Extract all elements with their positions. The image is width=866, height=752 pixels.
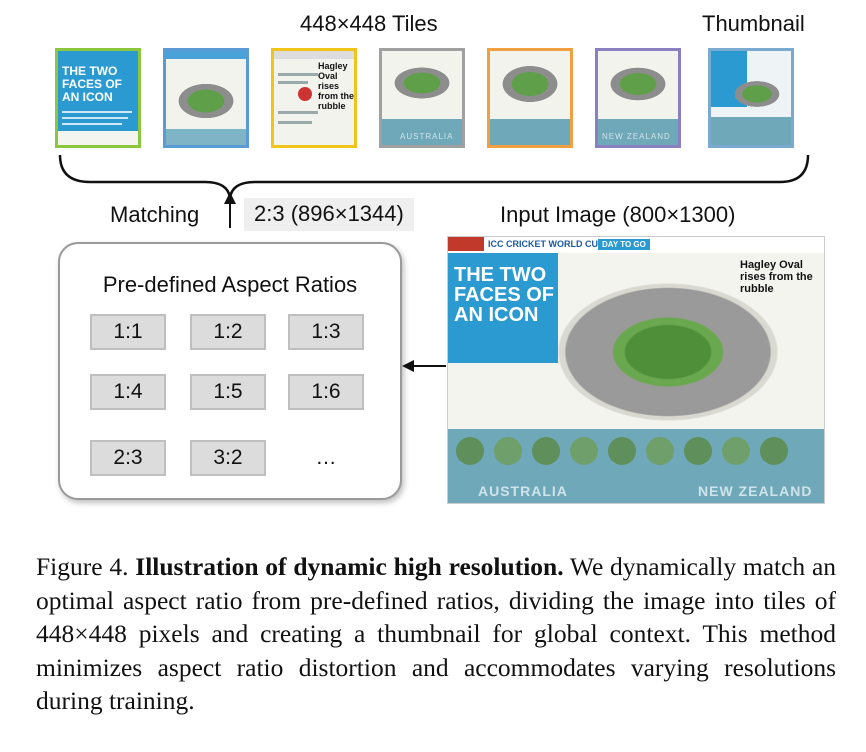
poster-headline-2: FACES OF: [454, 284, 555, 306]
figure-caption: Figure 4. Illustration of dynamic high r…: [36, 550, 836, 718]
tile-2: [163, 48, 249, 148]
ratio-2-3: 2:3: [90, 440, 166, 476]
ratio-1-5: 1:5: [190, 374, 266, 410]
poster-header: ICC CRICKET WORLD CUP 2015: [488, 239, 627, 249]
ratio-1-3: 1:3: [288, 314, 364, 350]
input-image: ICC CRICKET WORLD CUP 2015 DAY TO GO THE…: [447, 236, 825, 504]
aspect-ratios-title: Pre-defined Aspect Ratios: [102, 272, 358, 297]
ratio-ellipsis: …: [315, 446, 337, 469]
caption-title: Illustration of dynamic high resolution.: [135, 552, 564, 581]
tile-4: AUSTRALIA: [379, 48, 465, 148]
poster-headline-1: THE TWO: [454, 264, 547, 286]
tile-3: Hagley Oval rises from the rubble: [271, 48, 357, 148]
tile-headline-2: FACES OF: [62, 77, 123, 91]
tile-headline-1: THE TWO: [62, 64, 118, 78]
poster-country-right: NEW ZEALAND: [698, 483, 813, 499]
input-to-panel-arrow: [402, 360, 446, 372]
input-image-label: Input Image (800×1300): [500, 202, 736, 227]
tile-1: THE TWO FACES OF AN ICON: [55, 48, 141, 148]
caption-body: We dynamically match an optimal aspect r…: [36, 552, 837, 715]
poster-day-to-go: DAY TO GO: [598, 239, 650, 250]
poster-bottom-band: AUSTRALIA NEW ZEALAND: [448, 429, 824, 503]
matched-ratio: 2:3 (896×1344): [244, 198, 414, 231]
thumbnail-label: Thumbnail: [702, 11, 805, 36]
ratio-1-4: 1:4: [90, 374, 166, 410]
ratio-1-1: 1:1: [90, 314, 166, 350]
ratio-1-6: 1:6: [288, 374, 364, 410]
tile-headline-3: AN ICON: [62, 90, 113, 104]
tile-country-left: AUSTRALIA: [400, 132, 454, 141]
poster-headline-3: AN ICON: [454, 304, 539, 326]
aspect-ratios-panel: Pre-defined Aspect Ratios 1:1 1:2 1:3 1:…: [58, 242, 402, 500]
tiles-label: 448×448 Tiles: [300, 11, 438, 36]
tiles-row: THE TWO FACES OF AN ICON Hagley Oval ris…: [0, 0, 866, 160]
tile-6: NEW ZEALAND: [595, 48, 681, 148]
poster-country-left: AUSTRALIA: [478, 483, 568, 499]
ratio-3-2: 3:2: [190, 440, 266, 476]
tile-5: [487, 48, 573, 148]
matching-arrow-head: [224, 192, 236, 204]
tile-country-right: NEW ZEALAND: [602, 132, 671, 141]
stadium-illustration: [548, 277, 788, 427]
tiles-brace: [58, 154, 810, 228]
poster-right-headline: Hagley Oval rises from the rubble: [740, 259, 813, 295]
tile-right-headline: Hagley Oval rises from the rubble: [318, 61, 354, 111]
ratio-1-2: 1:2: [190, 314, 266, 350]
thumbnail-tile: [708, 48, 794, 148]
matching-label: Matching: [110, 202, 200, 227]
caption-prefix: Figure 4.: [36, 552, 129, 581]
